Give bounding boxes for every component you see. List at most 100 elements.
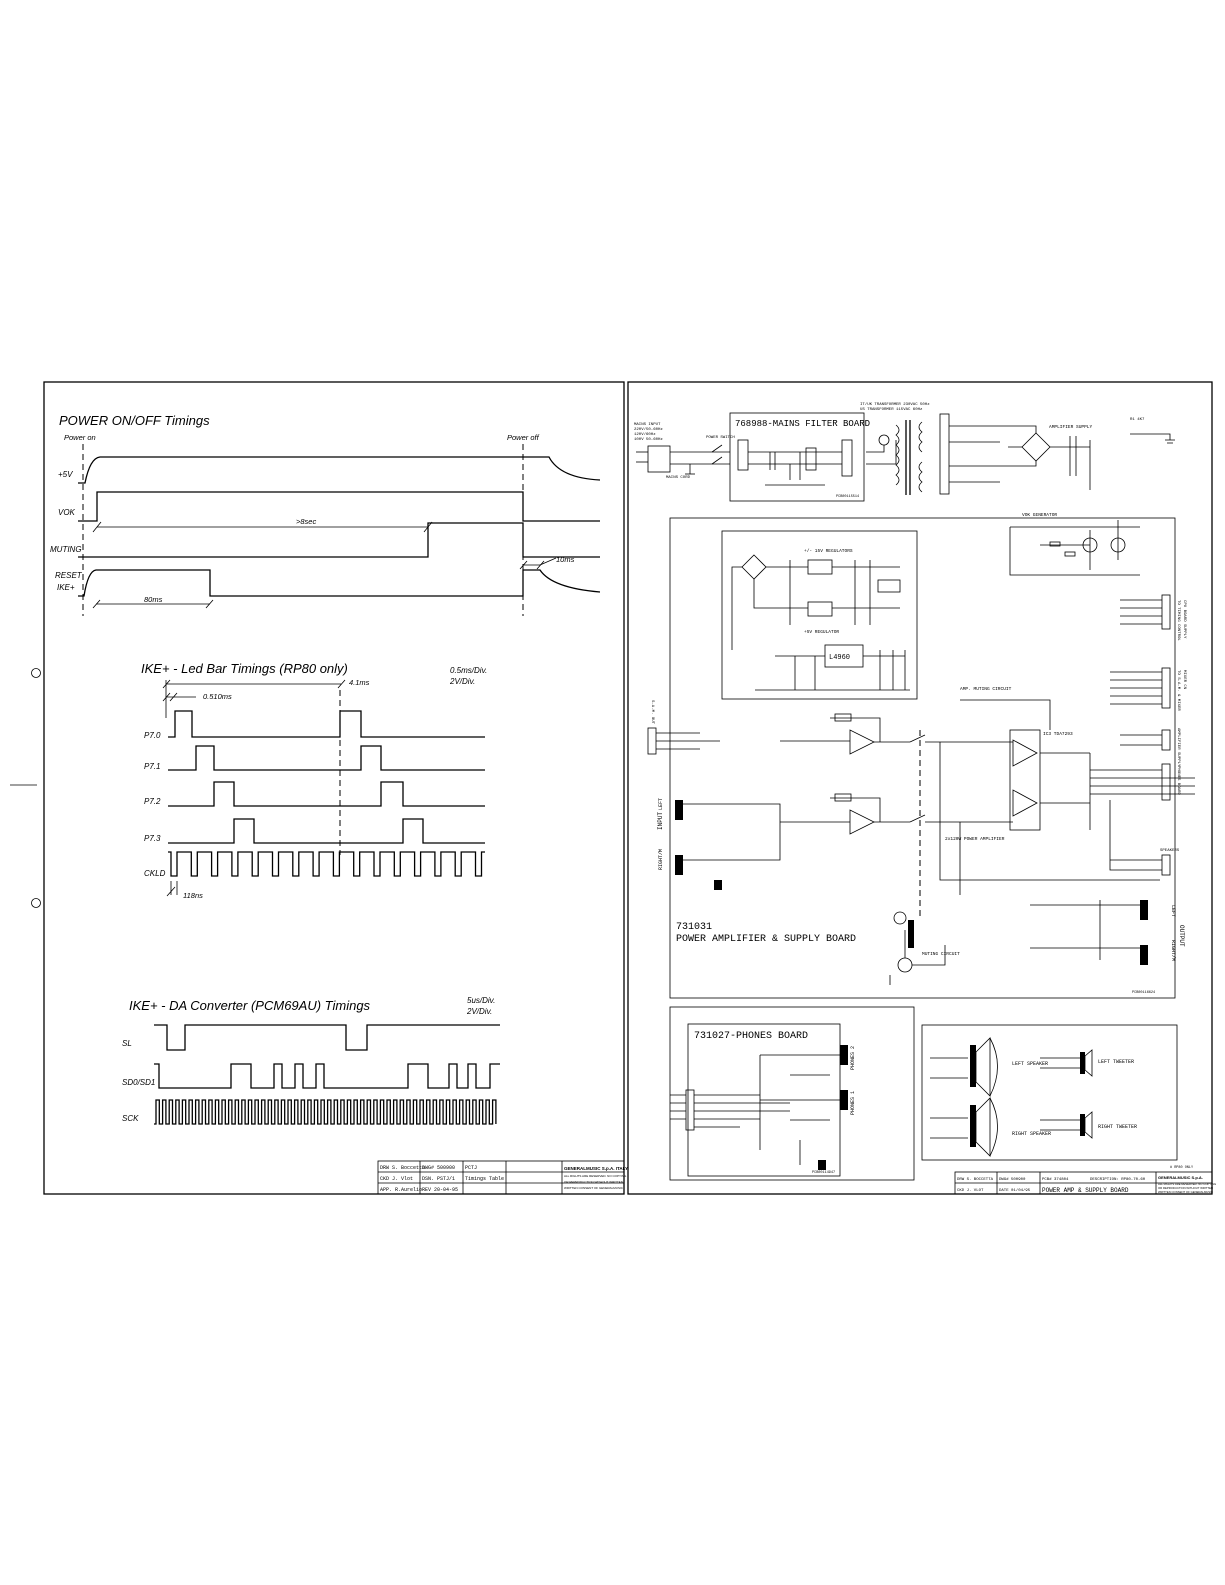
amp-muting-label: AMP. MUTING CIRCUIT xyxy=(960,686,1012,692)
connector-label: PHONES BOARD xyxy=(1176,766,1180,795)
reg-5-label: +5V REGULATOR xyxy=(804,629,839,635)
notice-line: OR REPRODUCTION WITHOUT WRITTEN xyxy=(564,1180,623,1184)
title-block-right: DRW S. BOCCETTA CKD J. VLOT DWG# 500900 … xyxy=(954,1171,1216,1195)
power-off-label: Power off xyxy=(507,433,540,442)
vok-generator: VOK GENERATOR xyxy=(1009,512,1140,576)
ledbar-timing-diagram: IKE+ - Led Bar Timings (RP80 only) 0.5ms… xyxy=(141,661,487,900)
t-41ms-label: 4.1ms xyxy=(349,678,370,687)
ledbar-scale: 2V/Div. xyxy=(449,677,475,686)
output-left-label: LEFT xyxy=(1170,905,1176,917)
mains-input: MAINS INPUT 220V/50-60Hz 120V/60Hz 100V … xyxy=(634,423,735,480)
ledbar-scale: 0.5ms/Div. xyxy=(450,666,487,675)
power-amp-label: 2x120W POWER AMPLIFIER xyxy=(945,836,1005,842)
dac-scale: 2V/Div. xyxy=(466,1007,492,1016)
filter-code: PCB00115514 xyxy=(836,495,859,499)
power-amplifier: AMP. MUTING CIRCUIT IC3 TDA7293 2x120W P… xyxy=(925,686,1160,895)
signal-label: SD0/SD1 xyxy=(122,1078,155,1087)
notice-line: ALL RIGHTS ARE RESERVED. NO COPYING xyxy=(564,1174,627,1178)
regulators: +/- 15V REGULATORS +5V REGULATOR L4960 xyxy=(731,548,910,691)
signal-label: CKLD xyxy=(144,869,166,878)
mains-input-label: 220V/50-60Hz xyxy=(634,427,663,432)
right-speaker-label: RIGHT SPEAKER xyxy=(1012,1131,1051,1137)
mains-input-label: MAINS INPUT xyxy=(634,423,661,427)
sl-trace xyxy=(154,1024,500,1051)
desc1-label: DESCRIPTION: RP80-70-60 xyxy=(1090,1178,1146,1182)
company-label: GENERALMUSIC S.p.A. ITALY xyxy=(564,1166,628,1171)
ic-tda-label: IC3 TDA7293 xyxy=(1043,731,1073,737)
binder-hole xyxy=(31,668,41,678)
reg-15-label: +/- 15V REGULATORS xyxy=(804,548,853,554)
output-section: LEFT RIGHT/M OUTPUT xyxy=(1030,900,1185,965)
mains-cord-label: MAINS CORD xyxy=(666,476,691,480)
preamp-stages xyxy=(780,713,926,920)
signal-reset-trace xyxy=(78,569,601,597)
svg-text:R1 4K7: R1 4K7 xyxy=(1130,418,1145,422)
p71-trace xyxy=(168,745,485,771)
output-right-label: RIGHT/M xyxy=(1170,940,1176,961)
rev-label: REV 20-04-95 xyxy=(422,1187,458,1193)
chk-label: CKD J. Vlot xyxy=(380,1176,413,1182)
pcb-label: PCB# 374804 xyxy=(1042,1178,1069,1182)
t-80ms-label: 80ms xyxy=(144,595,163,604)
filter-board-title: 768988-MAINS FILTER BOARD xyxy=(735,419,870,429)
rp80-only-note: # RP80 ONLY xyxy=(1170,1166,1194,1170)
power-amp-board-outline xyxy=(669,517,1176,999)
input-right-label: RIGHT/M xyxy=(658,849,664,870)
mains-input-label: 100V 50-60Hz xyxy=(634,438,663,442)
amplifier-supply: AMPLIFIER SUPPLY R1 4K7 xyxy=(1000,418,1175,490)
input-label: INPUT xyxy=(657,812,664,830)
svg-text:S.A.M. OUT: S.A.M. OUT xyxy=(650,700,654,725)
transformer-note: IT/UK TRANSFORMER 230VAC 50Hz xyxy=(860,402,930,407)
transformer-note: US TRANSFORMER 115VAC 60Hz xyxy=(860,408,923,412)
schematic-sheet: MAINS INPUT 220V/50-60Hz 120V/60Hz 100V … xyxy=(627,381,1216,1195)
chk-label: CKD J. VLOT xyxy=(957,1189,984,1193)
signal-label: VOK xyxy=(58,508,76,517)
signal-label: P7.0 xyxy=(144,731,161,740)
code-label: PCTJ xyxy=(465,1165,477,1171)
muting-circuit-label: MUTING CIRCUIT xyxy=(922,951,960,957)
dac-scale: 5us/Div. xyxy=(467,996,495,1005)
dwg-label: DWG# 500900 xyxy=(422,1165,455,1171)
phones-board: 731027-PHONES BOARD PCB00114947 PHONES 2… xyxy=(669,1006,915,1181)
speakers-area: LEFT SPEAKER RIGHT SPEAKER LEFT TWEETER … xyxy=(921,1024,1194,1170)
drw-label: DRW S. Boccetta xyxy=(380,1165,425,1171)
dac-timing-diagram: IKE+ - DA Converter (PCM69AU) Timings 5u… xyxy=(122,996,500,1125)
phones1-label: PHONES 1 xyxy=(850,1091,856,1115)
sck-trace xyxy=(154,1099,497,1125)
t-118ns-label: 118ns xyxy=(183,891,203,900)
ic-l4960-label: L4960 xyxy=(829,654,850,662)
amp-supply-label: AMPLIFIER SUPPLY xyxy=(1049,424,1093,430)
signal-label: SCK xyxy=(122,1114,139,1123)
right-tweeter-label: RIGHT TWEETER xyxy=(1098,1124,1137,1130)
desc-label: Timings Table xyxy=(465,1176,504,1182)
notice-line: WRITTEN CONSENT OF GENERALMUSIC xyxy=(564,1186,624,1190)
board-code: PCB00116624 xyxy=(1132,991,1155,995)
signal-label: P7.3 xyxy=(144,834,161,843)
board-number: 731031 xyxy=(676,922,712,933)
drw-label: DRW S. BOCCETTA xyxy=(957,1178,994,1182)
company-label: GENERALMUSIC S.p.A. xyxy=(1158,1175,1203,1180)
date-label: DATE 01/04/95 xyxy=(999,1188,1031,1193)
signal-vok-trace xyxy=(78,491,600,522)
desc2-label: POWER AMP & SUPPLY BOARD xyxy=(1042,1187,1129,1194)
ckld-trace xyxy=(168,851,485,877)
signal-label: MUTING xyxy=(50,545,82,554)
binder-hole xyxy=(31,898,41,908)
p70-trace xyxy=(168,710,485,738)
phones2-label: PHONES 2 xyxy=(850,1046,856,1070)
regulator-area xyxy=(721,530,918,700)
mains-filter-board: 768988-MAINS FILTER BOARD PCB00115514 xyxy=(729,412,870,502)
t-10ms-label: 10ms xyxy=(556,555,575,564)
output-label: OUTPUT xyxy=(1178,925,1185,947)
connector-label: MIXER CN xyxy=(1182,670,1186,690)
phones-code: PCB00114947 xyxy=(812,1171,835,1175)
transformer: IT/UK TRANSFORMER 230VAC 50Hz US TRANSFO… xyxy=(860,402,1000,495)
dwg-label: DWG# 500900 xyxy=(999,1178,1026,1182)
signal-label: SL xyxy=(122,1039,132,1048)
mains-input-label: 120V/60Hz xyxy=(634,432,656,437)
signal-label: P7.2 xyxy=(144,797,161,806)
dac-title: IKE+ - DA Converter (PCM69AU) Timings xyxy=(129,998,371,1013)
input-section: S.A.M. OUT INPUT LEFT RIGHT/M xyxy=(647,700,781,890)
board-name: POWER AMPLIFIER & SUPPLY BOARD xyxy=(676,934,856,945)
